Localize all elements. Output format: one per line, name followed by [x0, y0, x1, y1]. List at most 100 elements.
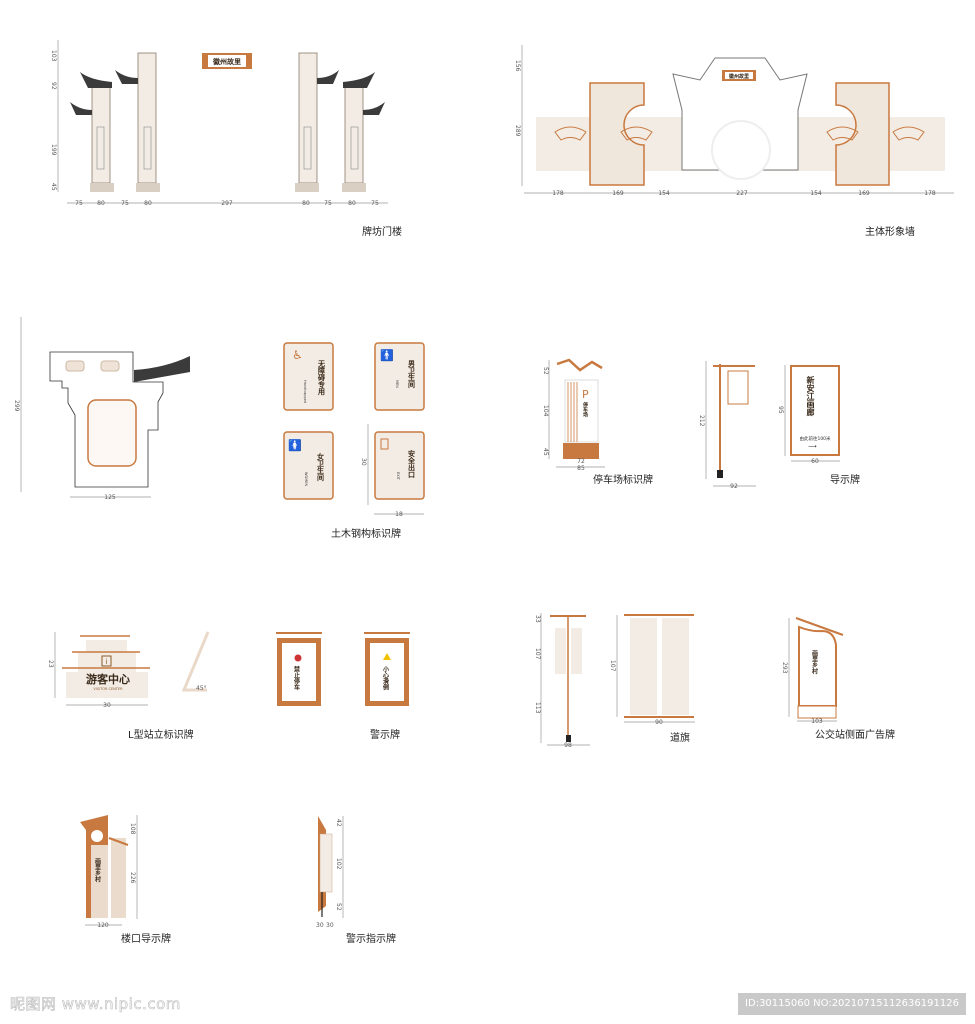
caption-wall: 主体形象墙: [865, 225, 915, 238]
caption-paifang: 牌坊门楼: [362, 225, 402, 238]
dim: 297: [221, 200, 233, 207]
road-flags: 33 107 113 98 107 90 道旗: [534, 613, 695, 749]
sign-en: MEN: [395, 380, 399, 388]
caption-steel: 土木钢构标识牌: [331, 527, 401, 540]
plaque-text: 徽州故里: [728, 73, 749, 80]
dim: 169: [858, 190, 870, 197]
dim: 30: [103, 702, 111, 709]
image-wall-drawing: 156 289 徽州故里 178 169 154 227 154 169 178…: [514, 45, 954, 238]
arrow-right-icon: ⟶: [808, 443, 817, 450]
dim: 30: [360, 458, 367, 466]
building-title: 画里乡村: [94, 857, 102, 883]
dim: 113: [534, 702, 541, 714]
exit-icon: [380, 438, 389, 450]
dim: 103: [811, 718, 823, 725]
dim: 80: [302, 200, 310, 207]
guide-signs: 212 92 95 新安江画廊 由此前往100米 ⟶ 60 导示牌: [698, 361, 860, 490]
info-letter: i: [106, 658, 108, 666]
dim: 226: [129, 872, 136, 884]
dim: 30: [316, 922, 324, 929]
dim: 92: [730, 483, 738, 490]
dim: 75: [121, 200, 129, 207]
dim: 104: [542, 405, 549, 417]
warning-text: 小心滑倒: [382, 665, 390, 691]
caption-lsign: L型站立标识牌: [128, 728, 194, 741]
dim: 52: [542, 367, 549, 375]
bus-title: 画里乡村: [811, 649, 819, 675]
dim: 33: [534, 615, 541, 623]
dim: 212: [698, 415, 705, 427]
caption-warnpost: 警示指示牌: [346, 932, 396, 945]
dim: 72: [577, 458, 585, 465]
caption-parking: 停车场标识牌: [593, 473, 653, 486]
dim: 107: [534, 648, 541, 660]
dim: 154: [810, 190, 822, 197]
caution-icon: [383, 653, 391, 660]
dim: 45: [542, 448, 549, 456]
dim: 95: [777, 406, 784, 414]
dim: 85: [577, 465, 585, 472]
dim: 45: [50, 183, 57, 191]
watermark-logo: 昵图网 www.nipic.com: [10, 995, 181, 1014]
dim: 154: [658, 190, 670, 197]
l-standing-sign: 23 i 游客中心 VISITOR CENTER 30 45° L型站立标识牌: [47, 631, 210, 741]
dim: 120: [97, 922, 109, 929]
no-parking-icon: [294, 654, 302, 662]
dim: 75: [324, 200, 332, 207]
wheelchair-icon: ♿: [292, 348, 303, 362]
paifang-drawing: 103 92 199 45 徽州故里 75 80 75 80 297 80: [50, 40, 402, 238]
steel-sign-men: 🚹 男卫生间 MEN: [374, 342, 425, 411]
steel-signs: ♿ 无障碍专用 Handicapped 🚹 男卫生间 MEN 🚺 女卫生间 WO…: [283, 342, 425, 540]
watermark-id: ID:30115060 NO:20210715112636191126: [738, 993, 966, 1015]
lsign-subtitle: VISITOR CENTER: [93, 687, 123, 691]
dim: 80: [97, 200, 105, 207]
dim: 102: [335, 858, 342, 870]
warning-boards: 禁止停车 小心滑倒 警示牌: [276, 632, 410, 741]
dim: 75: [371, 200, 379, 207]
dim: 156: [514, 60, 521, 72]
dim: 125: [104, 494, 116, 501]
caption-bus: 公交站侧面广告牌: [815, 728, 895, 741]
dim: 90: [655, 719, 663, 726]
caption-guide: 导示牌: [830, 473, 860, 486]
sign-text: 无障碍专用: [318, 360, 327, 396]
bus-stop-board: 293 画里乡村 103 公交站侧面广告牌: [781, 617, 895, 741]
caption-flag: 道旗: [670, 731, 690, 744]
warning-text: 禁止停车: [293, 665, 301, 691]
man-icon: 🚹: [380, 349, 394, 362]
dim: 178: [552, 190, 564, 197]
building-entrance-sign: 画里乡村 108 226 120 楼口导示牌: [80, 815, 171, 945]
dim: 178: [924, 190, 936, 197]
guide-title: 新安江画廊: [806, 375, 816, 417]
dim: 60: [811, 458, 819, 465]
lsign-title: 游客中心: [86, 672, 130, 686]
woman-icon: 🚺: [288, 439, 302, 452]
gate-outline-drawing: 299 125: [13, 317, 190, 501]
dim: 227: [736, 190, 748, 197]
dim: 299: [13, 400, 20, 412]
steel-sign-exit: 安全出口 EXIT: [374, 431, 425, 500]
dim: 18: [395, 511, 403, 518]
dim: 108: [129, 823, 136, 835]
sign-en: EXIT: [396, 472, 400, 481]
dim: 293: [781, 662, 788, 674]
steel-sign-women: 🚺 女卫生间 WOMEN: [283, 431, 334, 500]
parking-label: 停车场: [582, 401, 588, 418]
sign-en: WOMEN: [304, 472, 308, 486]
dim: 169: [612, 190, 624, 197]
dim: 289: [514, 125, 521, 137]
sign-text: 男卫生间: [408, 360, 417, 389]
dim: 23: [47, 660, 54, 668]
dim: 42: [335, 819, 342, 827]
sign-en: Handicapped: [303, 380, 307, 403]
caption-warning: 警示牌: [370, 728, 400, 741]
dim: 103: [50, 50, 57, 62]
dim: 107: [609, 660, 616, 672]
guide-sub: 由此前往100米: [799, 435, 831, 442]
dim: 52: [335, 903, 342, 911]
dim: 199: [50, 144, 57, 156]
info-icon: [101, 655, 112, 667]
parking-letter: P: [582, 388, 589, 401]
